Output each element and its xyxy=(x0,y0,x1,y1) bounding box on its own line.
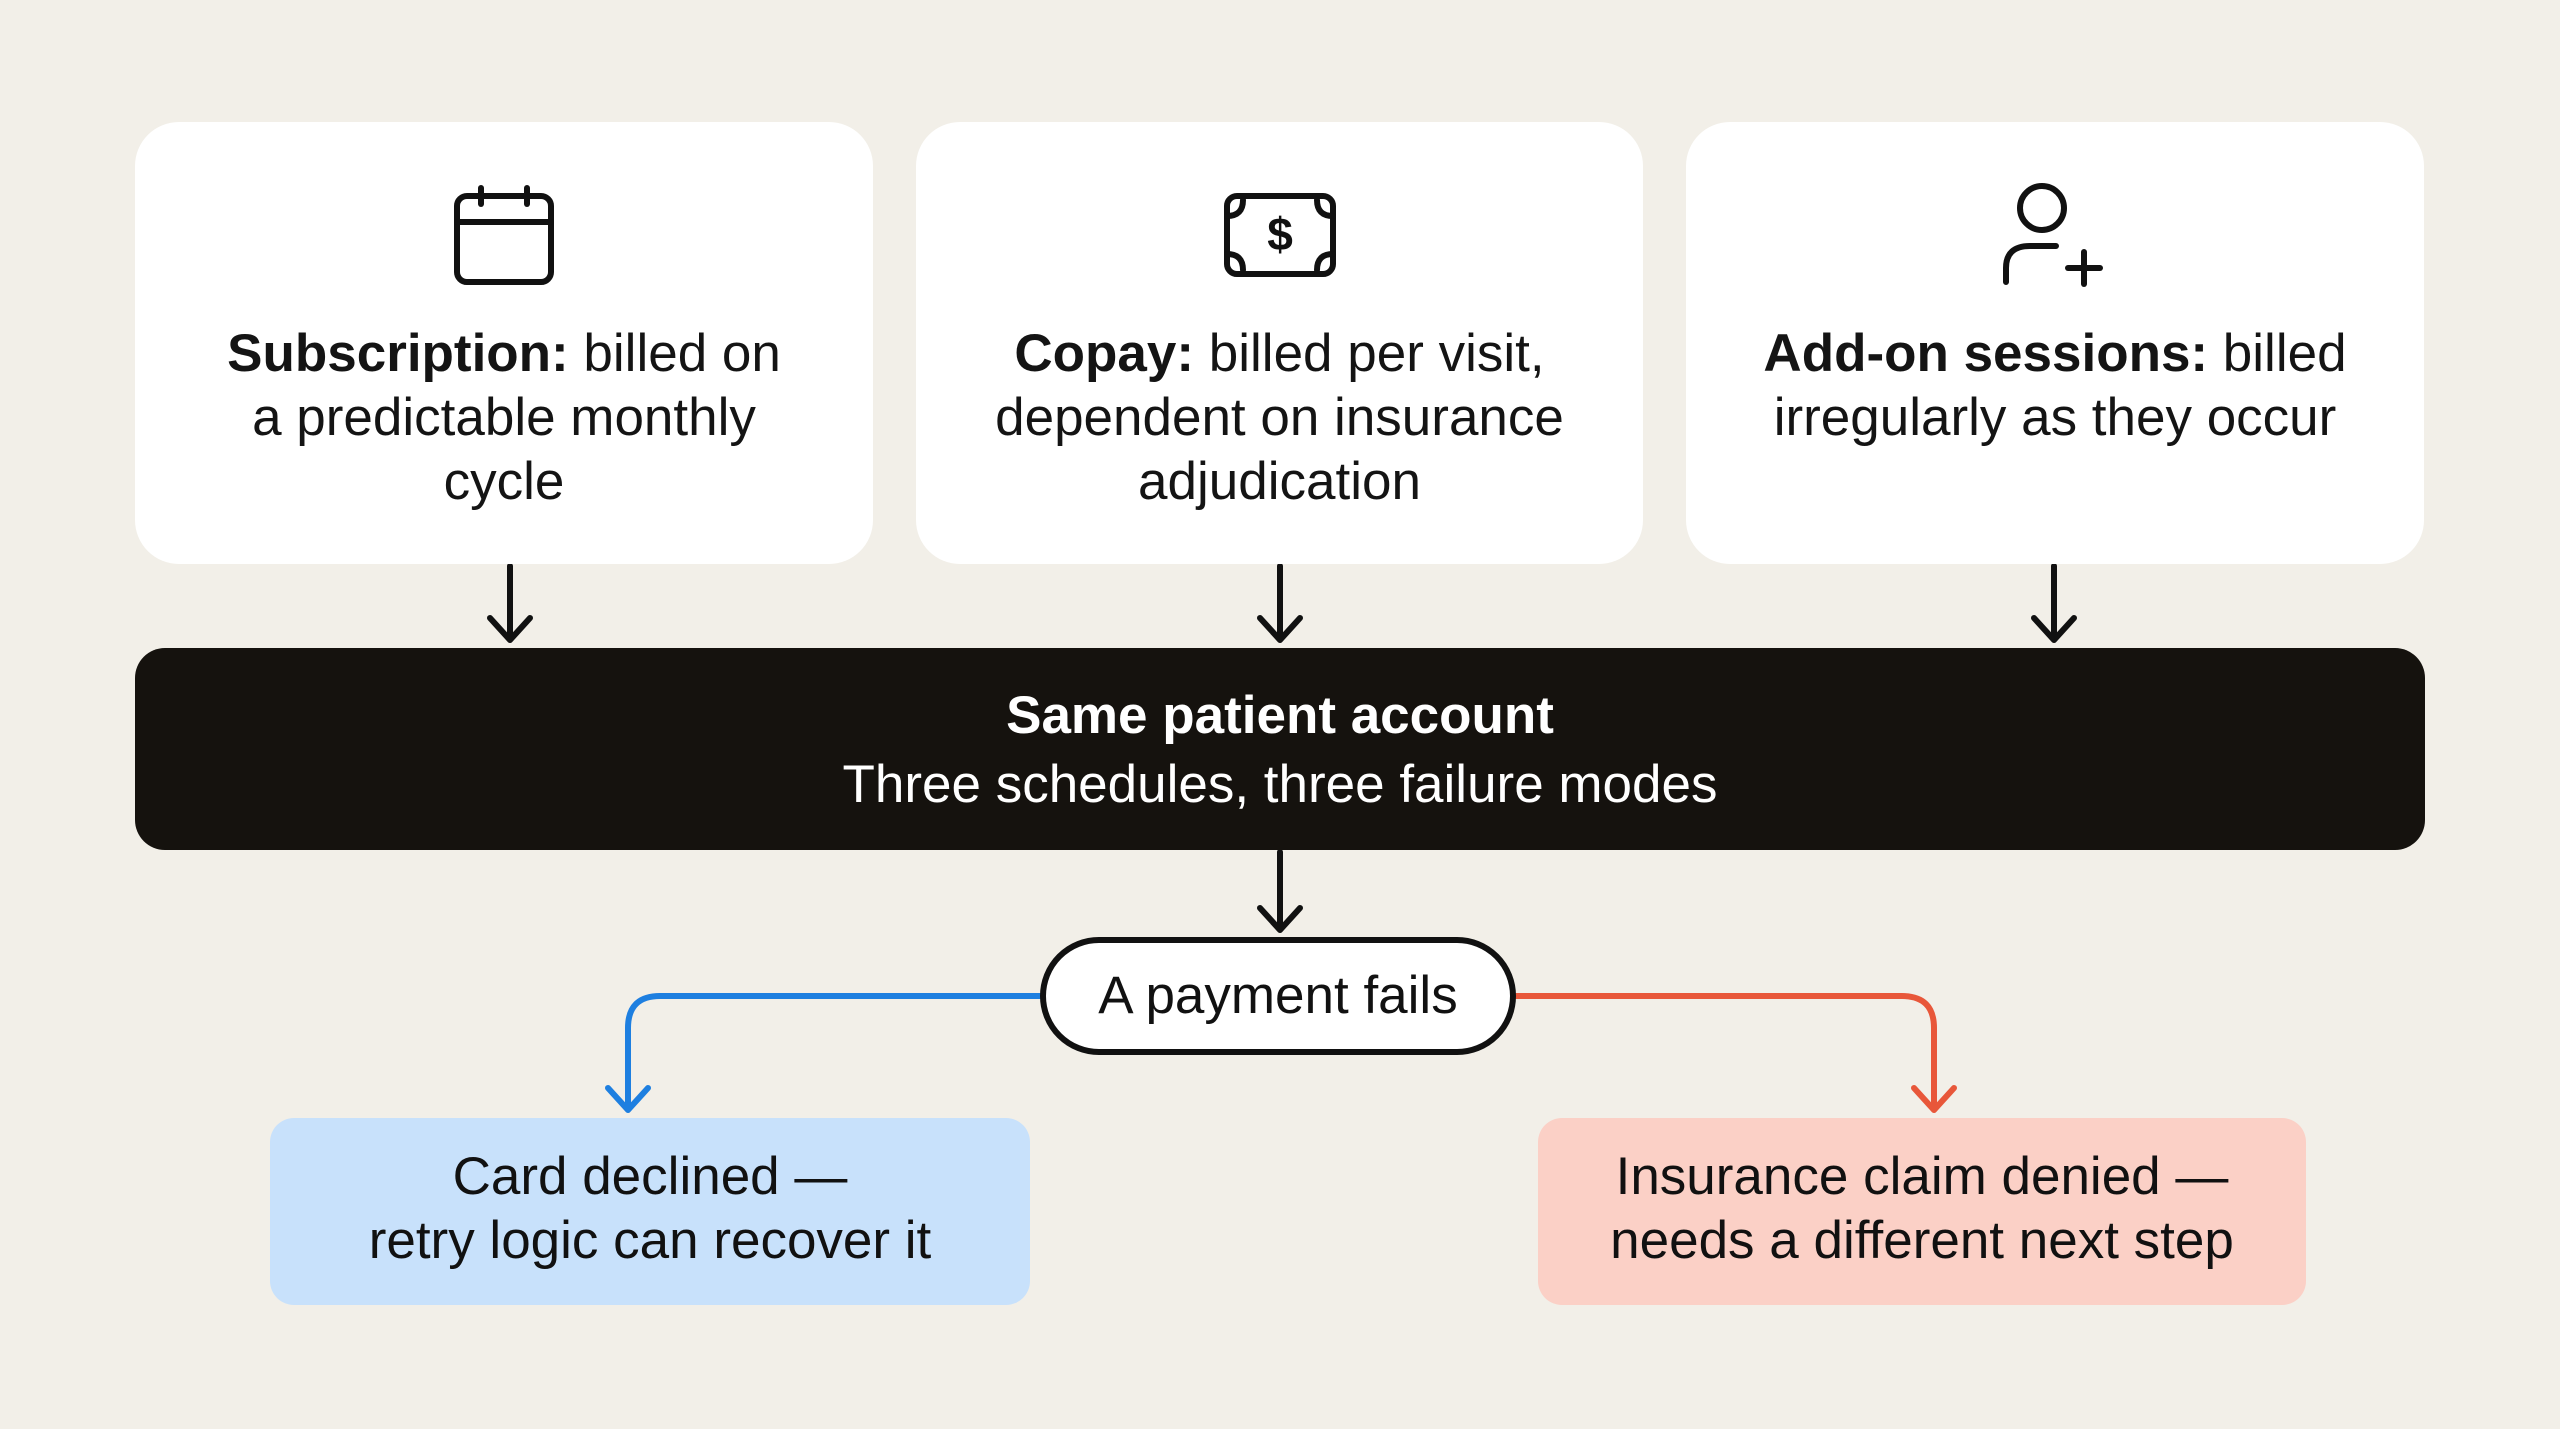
payment-fails-node: A payment fails xyxy=(1040,937,1516,1055)
card-description: Copay: billed per visit, dependent on in… xyxy=(995,324,1564,511)
outcome-detail: retry logic can recover it xyxy=(368,1211,932,1270)
user-add-icon xyxy=(2003,183,2103,287)
outcome-detail: needs a different next step xyxy=(1610,1211,2234,1270)
banner-subtitle: Three schedules, three failure modes xyxy=(842,755,1718,814)
card-add-on-sessions: Add-on sessions: billed irregularly as t… xyxy=(1686,122,2424,564)
arrow-addon-to-account xyxy=(2031,563,2077,643)
card-subscription: Subscription: billed on a predictable mo… xyxy=(135,122,873,564)
arrow-subscription-to-account xyxy=(487,563,533,643)
dollar-bill-icon: $ xyxy=(1223,193,1336,277)
arrow-to-claim-denied xyxy=(1513,993,1957,1113)
card-declined-outcome: Card declined — retry logic can recover … xyxy=(270,1118,1030,1305)
outcome-title: Card declined — xyxy=(452,1147,848,1206)
svg-text:$: $ xyxy=(1267,208,1293,260)
arrow-copay-to-account xyxy=(1257,563,1303,643)
arrow-to-card-declined xyxy=(605,993,1043,1113)
banner-title: Same patient account xyxy=(1006,686,1554,745)
card-term: Copay: xyxy=(1014,324,1195,383)
patient-account-banner: Same patient account Three schedules, th… xyxy=(135,648,2425,850)
calendar-icon xyxy=(454,185,554,285)
card-description: Add-on sessions: billed irregularly as t… xyxy=(1763,324,2347,447)
outcome-title: Insurance claim denied — xyxy=(1615,1147,2229,1206)
card-copay: $ Copay: billed per visit, dependent on … xyxy=(916,122,1643,564)
card-term: Subscription: xyxy=(227,324,569,383)
card-description: Subscription: billed on a predictable mo… xyxy=(227,324,781,511)
card-term: Add-on sessions: xyxy=(1763,324,2209,383)
claim-denied-outcome: Insurance claim denied — needs a differe… xyxy=(1538,1118,2306,1305)
arrow-account-to-decision xyxy=(1257,849,1303,933)
